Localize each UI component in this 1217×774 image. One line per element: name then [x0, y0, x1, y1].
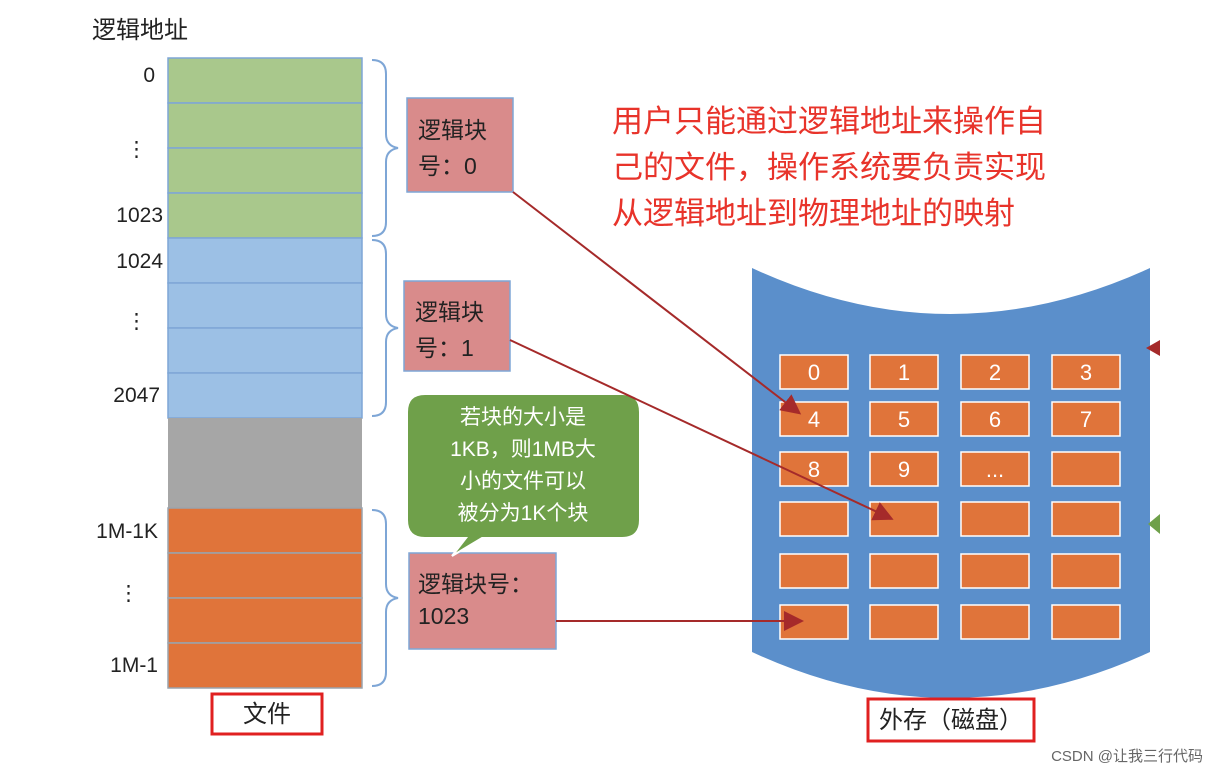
brace-block-0: [371, 59, 399, 237]
file-label: 文件: [243, 701, 291, 728]
disk-block: [1051, 501, 1121, 537]
arrow-block-1-to-disk: [509, 339, 894, 521]
file-cell-blue-2: [167, 282, 363, 329]
brace-block-1: [371, 239, 399, 417]
disk-block: [869, 354, 939, 390]
disk-block: [779, 553, 849, 589]
logical-block-boxes: 逻辑块 号：0 逻辑块 号：1 逻辑块号： 1023: [403, 97, 557, 650]
file-cell-orange-1: [167, 507, 363, 554]
logical-block-1023-line1: 逻辑块号：: [418, 571, 533, 597]
disk-block-number: 1: [898, 360, 910, 385]
disk-block: [779, 501, 849, 537]
logical-block-1023-line2: 1023: [418, 603, 469, 629]
mapping-note: 用户只能通过逻辑地址来操作自 己的文件，操作系统要负责实现 从逻辑地址到物理地址…: [612, 104, 1046, 231]
disk-block: [960, 604, 1030, 640]
callout-line: 1KB，则1MB大: [450, 438, 596, 461]
note-line: 从逻辑地址到物理地址的映射: [612, 196, 1015, 231]
disk-label-frame: [866, 697, 1036, 743]
disk-block-number: 8: [808, 457, 820, 482]
callout-line: 小的文件可以: [460, 470, 586, 493]
address-label: 2047: [113, 384, 160, 407]
file-cell-green-3: [167, 147, 363, 194]
disk-body: [752, 268, 1150, 698]
address-label: 1M-1: [110, 654, 158, 677]
file-cell-orange-2: [167, 552, 363, 599]
file-cell-green-1: [167, 57, 363, 104]
brace-block-1023: [371, 509, 399, 687]
disk-block: [1051, 401, 1121, 437]
disk-block-number: 7: [1080, 407, 1092, 432]
disk-block: [1051, 604, 1121, 640]
disk-block-number: 3: [1080, 360, 1092, 385]
callout-line: 被分为1K个块: [458, 502, 589, 525]
block-size-callout: 若块的大小是 1KB，则1MB大 小的文件可以 被分为1K个块: [406, 393, 641, 557]
disk-block: [869, 553, 939, 589]
disk-block: [869, 604, 939, 640]
file-blocks: [167, 57, 363, 689]
disk-block: [960, 451, 1030, 487]
address-label: 1M-1K: [96, 520, 158, 543]
address-ellipsis: ⋮: [126, 310, 147, 333]
logical-block-1023-box: [408, 552, 557, 650]
disk-block: [960, 401, 1030, 437]
disk-block: [960, 553, 1030, 589]
disk-block-number: 4: [808, 407, 820, 432]
disk-block: [960, 501, 1030, 537]
disk-block: [869, 501, 939, 537]
disk-block-number: 9: [898, 457, 910, 482]
mapping-arrows: [509, 191, 894, 631]
disk-block-number: ...: [986, 457, 1004, 482]
logical-block-1-line2: 号：1: [415, 335, 474, 361]
file-cell-blue-3: [167, 327, 363, 374]
logical-block-1-line1: 逻辑块: [415, 299, 484, 325]
disk-block-number: 0: [808, 360, 820, 385]
address-label: 1024: [116, 250, 163, 273]
disk-cylinder: 0 1 2 3 4 5 6 7 8 9...: [752, 268, 1160, 698]
group-braces: [371, 59, 399, 687]
file-cell-orange-4: [167, 642, 363, 689]
file-cell-green-2: [167, 102, 363, 149]
logical-address-title: 逻辑地址: [92, 17, 188, 44]
file-cell-orange-3: [167, 597, 363, 644]
disk-block: [1051, 354, 1121, 390]
disk-block: [779, 354, 849, 390]
address-label: 0: [143, 64, 155, 87]
disk-block: [779, 451, 849, 487]
disk-block: [960, 354, 1030, 390]
disk-edge-marker-red: [1146, 340, 1160, 356]
arrow-block-0-to-4: [512, 191, 802, 415]
address-label: 1023: [116, 204, 163, 227]
address-ellipsis: ⋮: [126, 138, 147, 161]
address-labels: 0 ⋮ 1023 1024 ⋮ 2047 1M-1K ⋮ 1M-1: [96, 64, 163, 677]
disk-block: [869, 451, 939, 487]
disk-block: [1051, 451, 1121, 487]
callout-line: 若块的大小是: [460, 406, 586, 429]
file-cell-green-4: [167, 192, 363, 239]
disk-block: [869, 401, 939, 437]
logical-block-0-box: [406, 97, 514, 193]
logical-block-0-line2: 号：0: [418, 153, 477, 179]
logical-block-0-line1: 逻辑块: [418, 117, 487, 143]
disk-block-number: 5: [898, 407, 910, 432]
watermark: CSDN @让我三行代码: [1051, 748, 1203, 765]
address-ellipsis: ⋮: [118, 582, 139, 605]
file-cell-blue-4: [167, 372, 363, 419]
disk-label: 外存（磁盘）: [879, 707, 1023, 734]
file-gap: [168, 418, 362, 508]
note-line: 己的文件，操作系统要负责实现: [612, 150, 1046, 185]
file-cell-blue-1: [167, 237, 363, 284]
disk-block: [1051, 553, 1121, 589]
disk-block-number: 2: [989, 360, 1001, 385]
disk-block-number: 6: [989, 407, 1001, 432]
file-label-frame: [210, 692, 324, 736]
note-line: 用户只能通过逻辑地址来操作自: [612, 104, 1046, 139]
disk-edge-marker-green: [1148, 514, 1160, 534]
callout-bubble: [406, 393, 641, 557]
logical-block-1-box: [403, 280, 511, 372]
